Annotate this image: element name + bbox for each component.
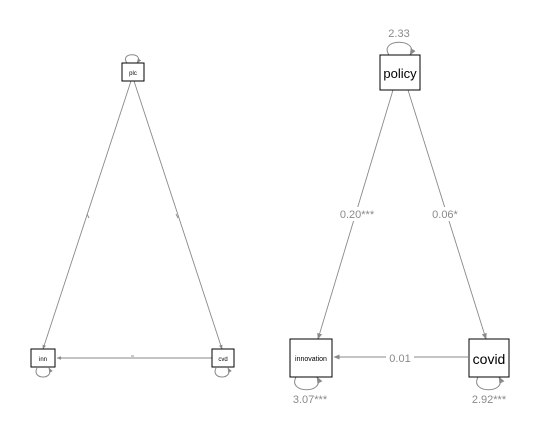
node-cvd <box>211 348 235 368</box>
left-diagram: plc inn cvd <box>30 54 235 378</box>
variance-loop-innovation <box>294 376 323 391</box>
variance-loop-plc <box>124 54 142 64</box>
node-label-inn: inn <box>39 357 47 363</box>
variance-label-policy: 2.33 <box>388 28 409 40</box>
variance-label-innovation: 3.07*** <box>293 394 328 406</box>
right-diagram: 0.20*** 0.06* 0.01 2.33 3.07*** 2.92*** … <box>289 28 510 406</box>
node-label-covid: covid <box>473 351 506 367</box>
node-label-policy: policy <box>383 66 417 81</box>
node-plc <box>121 62 145 82</box>
edge-plc-to-cvd <box>133 80 223 350</box>
edge-label-policy-innovation: 0.20*** <box>340 209 375 221</box>
edge-label-bg-policy-innovation <box>336 207 378 221</box>
edge-label-mark-plc-cvd <box>175 213 179 219</box>
node-innovation <box>289 338 333 378</box>
variance-loop-policy <box>386 41 416 56</box>
variance-label-covid: 2.92*** <box>472 394 507 406</box>
variance-loop-inn <box>35 367 53 378</box>
edge-label-bg-covid-innovation <box>386 351 414 365</box>
node-label-plc: plc <box>129 71 137 77</box>
edge-label-mark-plc-inn <box>86 213 90 219</box>
edge-label-covid-innovation: 0.01 <box>389 353 410 365</box>
node-policy <box>379 54 421 91</box>
edge-label-policy-covid: 0.06* <box>432 209 458 221</box>
node-inn <box>30 348 56 368</box>
node-label-innovation: innovation <box>295 356 327 363</box>
variance-loop-covid <box>476 376 505 391</box>
variance-loop-cvd <box>214 367 232 378</box>
node-covid <box>468 338 510 378</box>
node-label-cvd: cvd <box>218 357 227 363</box>
edge-label-bg-policy-covid <box>428 207 462 221</box>
